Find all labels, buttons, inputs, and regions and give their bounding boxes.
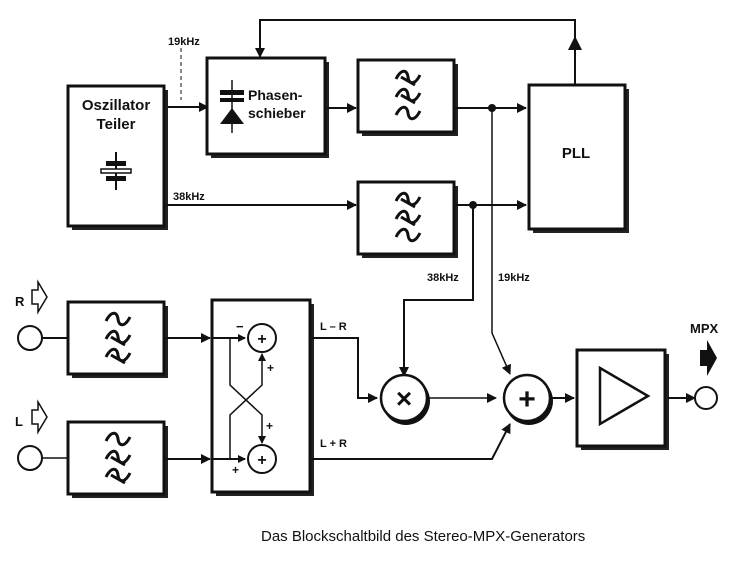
output-jack[interactable] (694, 386, 718, 410)
oscillator-divider-block: Oszillator Teiler (66, 84, 168, 230)
oscillator-label-2: Teiler (97, 116, 136, 133)
input-l: L (15, 399, 68, 471)
oscillator-label-1: Oszillator (82, 97, 151, 114)
19k-pilot-line (491, 108, 511, 375)
phase-shifter-label-2: schieber (248, 105, 306, 121)
crystal-icon (100, 152, 132, 190)
input-l-label: L (15, 414, 23, 429)
sign-plus: + (266, 419, 273, 433)
pll-block: PLL (527, 83, 629, 233)
output-mpx: MPX (690, 321, 719, 410)
matrix-adder-bottom (247, 444, 277, 474)
bandpass-filter-19k (356, 58, 458, 136)
amplifier-triangle-icon (598, 365, 651, 427)
plus-icon: + (518, 383, 536, 416)
output-arrow-icon (700, 340, 717, 376)
varactor-diode-icon (220, 80, 244, 133)
mpx-label: MPX (690, 321, 719, 336)
matrix-adder-top (247, 323, 277, 353)
input-r-label: R (15, 294, 25, 309)
l-minus-r-label: L – R (320, 321, 347, 333)
38k-carrier-line (399, 205, 474, 377)
matrix-block: + + − + + + (210, 298, 314, 496)
phase-shifter-block: Phasen- schieber (205, 56, 329, 158)
sign-minus: − (236, 319, 244, 334)
input-jack-l[interactable] (17, 445, 43, 471)
lowpass-filter-r (66, 300, 168, 378)
freq-19k-down-label: 19kHz (498, 272, 530, 284)
caption: Das Blockschaltbild des Stereo-MPX-Gener… (261, 528, 585, 545)
phase-shifter-label-1: Phasen- (248, 87, 303, 103)
pll-label: PLL (562, 145, 590, 162)
lowpass-filter-l (66, 420, 168, 498)
input-arrow-icon (31, 399, 48, 435)
sign-plus: + (232, 463, 239, 477)
l-plus-r-line (310, 423, 511, 460)
input-r: R (15, 279, 68, 351)
multiply-icon: × (396, 383, 412, 414)
svg-text:+: + (257, 331, 266, 348)
bandpass-filter-38k (356, 180, 458, 258)
freq-19k-top-label: 19kHz (168, 36, 200, 48)
freq-38k-osc-label: 38kHz (173, 191, 205, 203)
up-arrow-icon (568, 36, 582, 50)
l-plus-r-label: L + R (320, 438, 347, 450)
freq-38k-down-label: 38kHz (427, 272, 459, 284)
multiplier: × (379, 373, 430, 425)
svg-text:+: + (257, 452, 266, 469)
input-arrow-icon (31, 279, 48, 315)
feedback-line (255, 19, 582, 85)
summer: + (502, 373, 553, 425)
l-minus-r-line (310, 337, 378, 403)
amplifier-block (575, 348, 669, 450)
sign-plus: + (267, 361, 274, 375)
input-jack-r[interactable] (17, 325, 43, 351)
